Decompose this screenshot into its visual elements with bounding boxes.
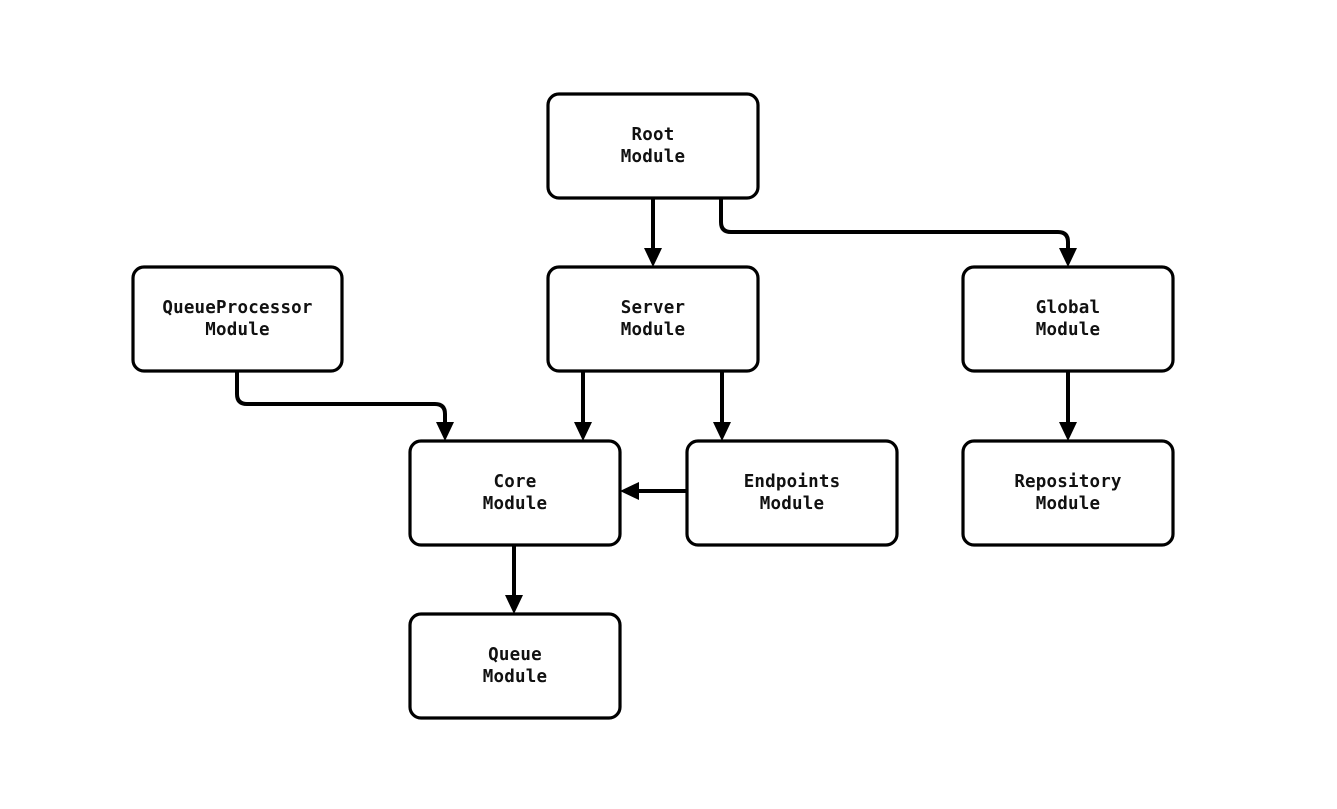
node-label-line2: Module <box>760 494 824 514</box>
edge-endpoints-to-core <box>620 482 687 500</box>
edge-queueprocessor-to-core <box>235 371 454 441</box>
edge-core-to-queue <box>505 545 523 614</box>
node-label-line1: QueueProcessor <box>162 298 312 318</box>
node-label-line1: Root <box>632 125 675 145</box>
node-box[interactable] <box>961 439 1175 547</box>
node-label-line1: Endpoints <box>744 472 841 492</box>
node-label-line2: Module <box>483 667 547 687</box>
edge-global-to-repository <box>1059 371 1077 441</box>
node-box[interactable] <box>408 612 622 720</box>
node-label-line1: Repository <box>1014 472 1122 492</box>
node-box[interactable] <box>961 265 1175 373</box>
arrowhead-icon <box>436 422 454 441</box>
node-label-line1: Server <box>621 298 685 318</box>
edge-server-to-core <box>574 371 592 441</box>
edge-line <box>719 198 1070 248</box>
node-label-line2: Module <box>1036 320 1100 340</box>
edges-layer <box>235 198 1077 614</box>
arrowhead-icon <box>1059 248 1077 267</box>
node-label-line2: Module <box>621 147 685 167</box>
node-label-line2: Module <box>483 494 547 514</box>
node-box[interactable] <box>546 265 760 373</box>
arrowhead-icon <box>505 595 523 614</box>
node-box[interactable] <box>408 439 622 547</box>
arrowhead-icon <box>1059 422 1077 441</box>
node-box[interactable] <box>546 92 760 200</box>
node-label-line2: Module <box>205 320 269 340</box>
edge-root-to-server <box>644 198 662 267</box>
node-box[interactable] <box>685 439 899 547</box>
node-label-line1: Global <box>1036 298 1100 318</box>
node-label-line1: Queue <box>488 645 542 665</box>
node-label-line2: Module <box>621 320 685 340</box>
edge-server-to-endpoints <box>713 371 731 441</box>
edge-line <box>235 371 447 422</box>
node-box[interactable] <box>131 265 344 373</box>
arrowhead-icon <box>644 248 662 267</box>
nodes-layer: RootModuleQueueProcessorModuleServerModu… <box>131 92 1175 720</box>
node-label-line2: Module <box>1036 494 1100 514</box>
node-label-line1: Core <box>494 472 537 492</box>
arrowhead-icon <box>574 422 592 441</box>
edge-root-to-global <box>719 198 1077 267</box>
arrowhead-icon <box>620 482 639 500</box>
arrowhead-icon <box>713 422 731 441</box>
